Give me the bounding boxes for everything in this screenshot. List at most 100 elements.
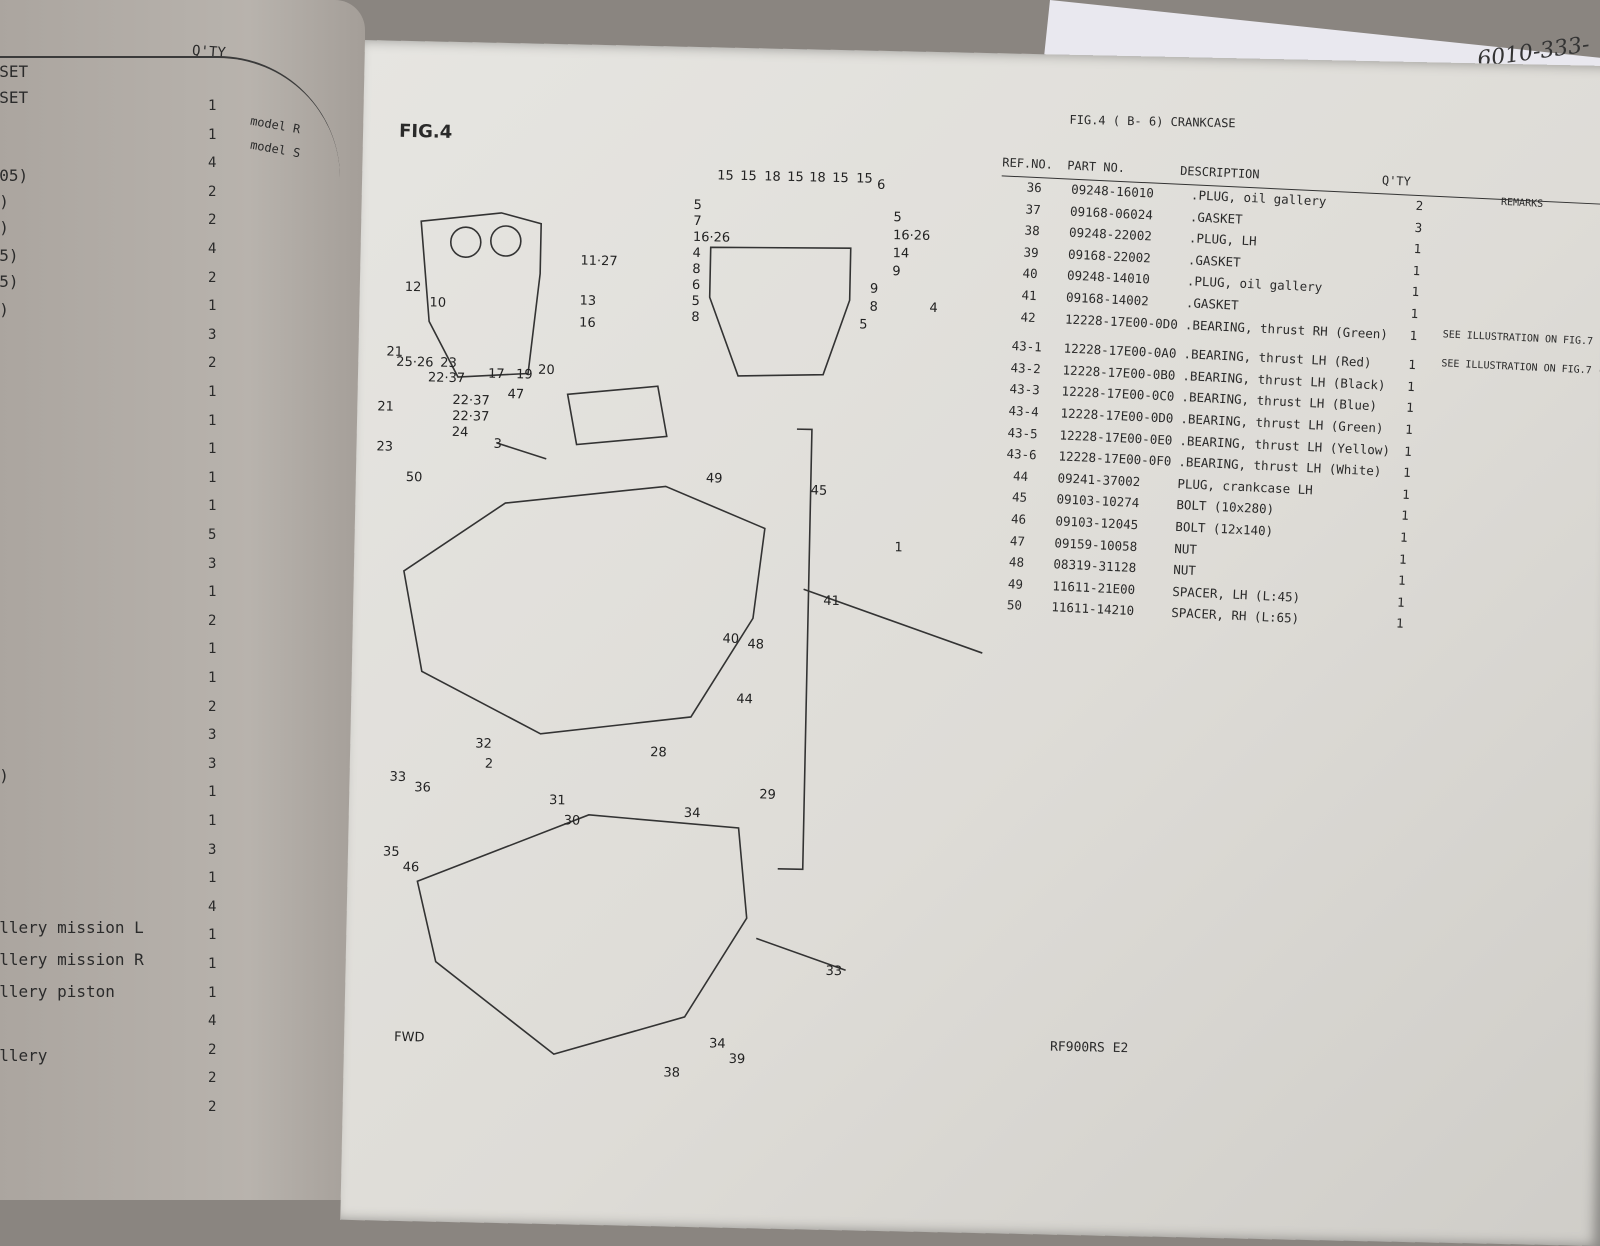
left-qty: 3: [208, 555, 217, 572]
part-number: 08319-31128: [1053, 556, 1137, 576]
left-qty: 1: [208, 469, 217, 486]
callout-number: 28: [650, 745, 667, 760]
callout-number: 8: [691, 310, 700, 325]
callout-number: 14: [892, 246, 909, 261]
header-rule: [0, 56, 340, 178]
parts-table: REF.NO. PART NO. DESCRIPTION Q'TY REMARK…: [981, 153, 1600, 645]
quantity: 1: [1395, 615, 1404, 632]
callout-number: 46: [403, 860, 420, 875]
ref-number: 49: [1007, 575, 1024, 592]
description: .GASKET: [1187, 252, 1241, 270]
bolt-45-drawing: [803, 588, 983, 654]
quantity: 1: [1407, 356, 1417, 373]
callout-number: 2: [485, 757, 494, 772]
part-number: 09103-12045: [1055, 513, 1139, 533]
left-description-fragment: gallery mission L: [0, 918, 144, 937]
callout-number: 41: [823, 594, 840, 609]
callout-number: 1: [894, 540, 903, 555]
description: BOLT (12x140): [1175, 518, 1274, 539]
callout-number: 36: [414, 780, 431, 795]
part-number: 09168-14002: [1065, 289, 1150, 309]
callout-number: 23: [440, 356, 457, 371]
description: .PLUG, oil gallery: [1190, 187, 1327, 209]
left-qty: 3: [208, 727, 217, 744]
lower-crankcase-drawing: [416, 814, 748, 1056]
ref-number: 43-6: [1006, 446, 1037, 463]
callout-number: 31: [549, 793, 566, 808]
part-number: 11611-21E00: [1052, 577, 1136, 597]
callout-number: 29: [759, 787, 776, 802]
callout-number: 35: [383, 845, 400, 860]
callout-number: 21: [386, 345, 403, 360]
callout-number: 33: [825, 964, 842, 979]
left-description-fragment: gallery mission R: [0, 950, 144, 969]
callout-number: 23: [376, 439, 393, 454]
left-qty: 2: [208, 1070, 217, 1087]
callout-number: 38: [663, 1065, 680, 1080]
left-qty: 1: [208, 384, 217, 400]
bolt-46-drawing: [756, 937, 846, 972]
callout-number: 16·26: [693, 230, 731, 246]
spacer-drawing: [496, 442, 547, 460]
ref-number: 48: [1008, 554, 1025, 570]
left-qty: 2: [208, 1099, 217, 1115]
callout-number: 8: [692, 262, 701, 277]
callout-number: 17: [488, 367, 505, 382]
left-description-fragment: E SET: [0, 62, 29, 81]
quantity: 1: [1399, 529, 1409, 545]
left-qty: 2: [208, 183, 217, 200]
left-qty: 1: [208, 98, 217, 114]
left-qty: 2: [208, 269, 217, 286]
left-qty: 1: [208, 584, 217, 601]
ref-number: 41: [1021, 287, 1037, 304]
upper-crankcase-drawing: [403, 485, 766, 735]
callout-number: 5: [893, 210, 902, 225]
ref-number: 43-3: [1009, 381, 1041, 398]
callout-number: 8: [869, 300, 878, 315]
left-qty: 2: [208, 612, 217, 629]
model-footer: RF900RS E2: [1049, 1039, 1129, 1057]
ref-number: 39: [1023, 244, 1040, 260]
callout-number: 13: [579, 294, 596, 309]
callout-number: 5: [693, 198, 702, 213]
ref-number: 37: [1025, 201, 1042, 217]
left-description-fragment: 45): [0, 766, 9, 785]
callout-number: 15: [856, 171, 873, 186]
left-qty: 1: [208, 784, 217, 801]
callout-number: 21: [377, 399, 394, 414]
callout-number: 40: [722, 632, 739, 647]
left-description-fragment: 95): [0, 218, 9, 237]
callout-number: 10: [429, 295, 446, 310]
part-number: 12228-17E00-0B0: [1062, 362, 1176, 383]
callout-number: 30: [564, 813, 581, 828]
part-number: 09248-16010: [1070, 181, 1155, 201]
ref-number: 40: [1022, 265, 1039, 282]
left-description-fragment: 50): [0, 300, 9, 319]
callout-number: 44: [736, 692, 753, 707]
description: PLUG, crankcase LH: [1177, 475, 1314, 498]
callout-number: 3: [493, 437, 502, 452]
callout-number: 48: [747, 637, 764, 652]
description: SPACER, LH (L:45): [1171, 583, 1301, 605]
quantity: 1: [1403, 443, 1413, 459]
left-description-fragment: gallery piston: [0, 982, 115, 1001]
quantity: 1: [1411, 284, 1420, 300]
description: .PLUG, oil gallery: [1186, 273, 1323, 295]
ref-number: 50: [1006, 597, 1023, 614]
ref-number: 43-4: [1008, 402, 1040, 420]
quantity: 1: [1401, 486, 1411, 502]
callout-number: 22·37: [452, 393, 490, 409]
callout-number: 19: [516, 367, 533, 382]
part-number: 12228-17E00-0A0: [1063, 340, 1177, 361]
quantity: 1: [1405, 400, 1415, 416]
left-qty: 5: [208, 527, 217, 543]
part-number: 09159-10058: [1054, 534, 1138, 554]
description: NUT: [1174, 540, 1198, 557]
callout-number: 33: [389, 770, 406, 785]
callout-number: 5: [859, 317, 868, 332]
description: .GASKET: [1189, 208, 1243, 227]
callout-number: 47: [507, 387, 524, 402]
quantity: 3: [1414, 219, 1423, 235]
part-number: 09248-22002: [1068, 224, 1153, 244]
